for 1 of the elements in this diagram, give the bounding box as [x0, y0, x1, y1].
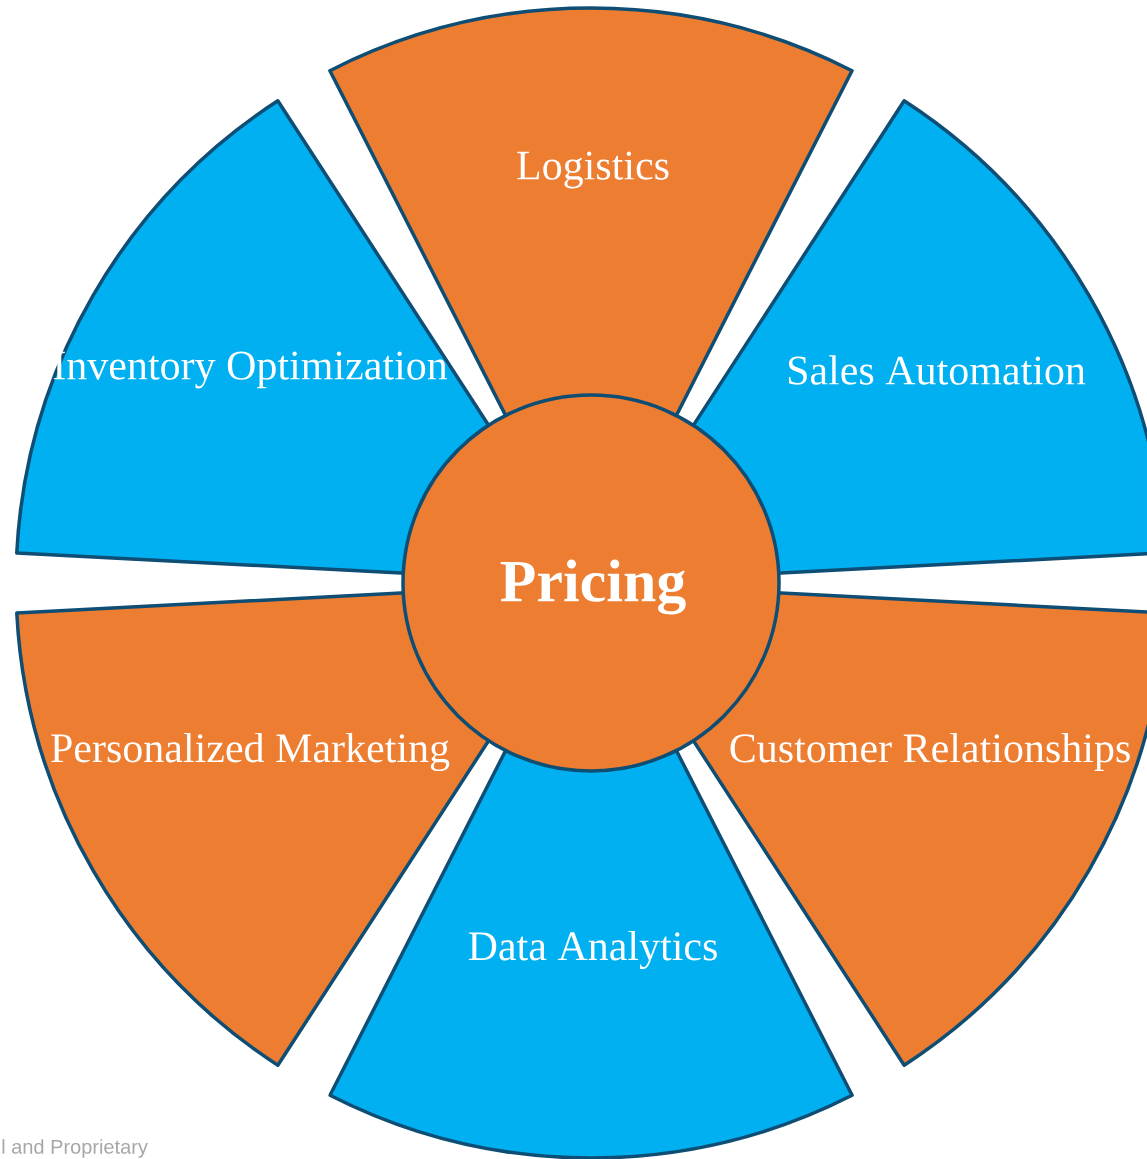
- footer-text: l and Proprietary: [2, 1139, 148, 1158]
